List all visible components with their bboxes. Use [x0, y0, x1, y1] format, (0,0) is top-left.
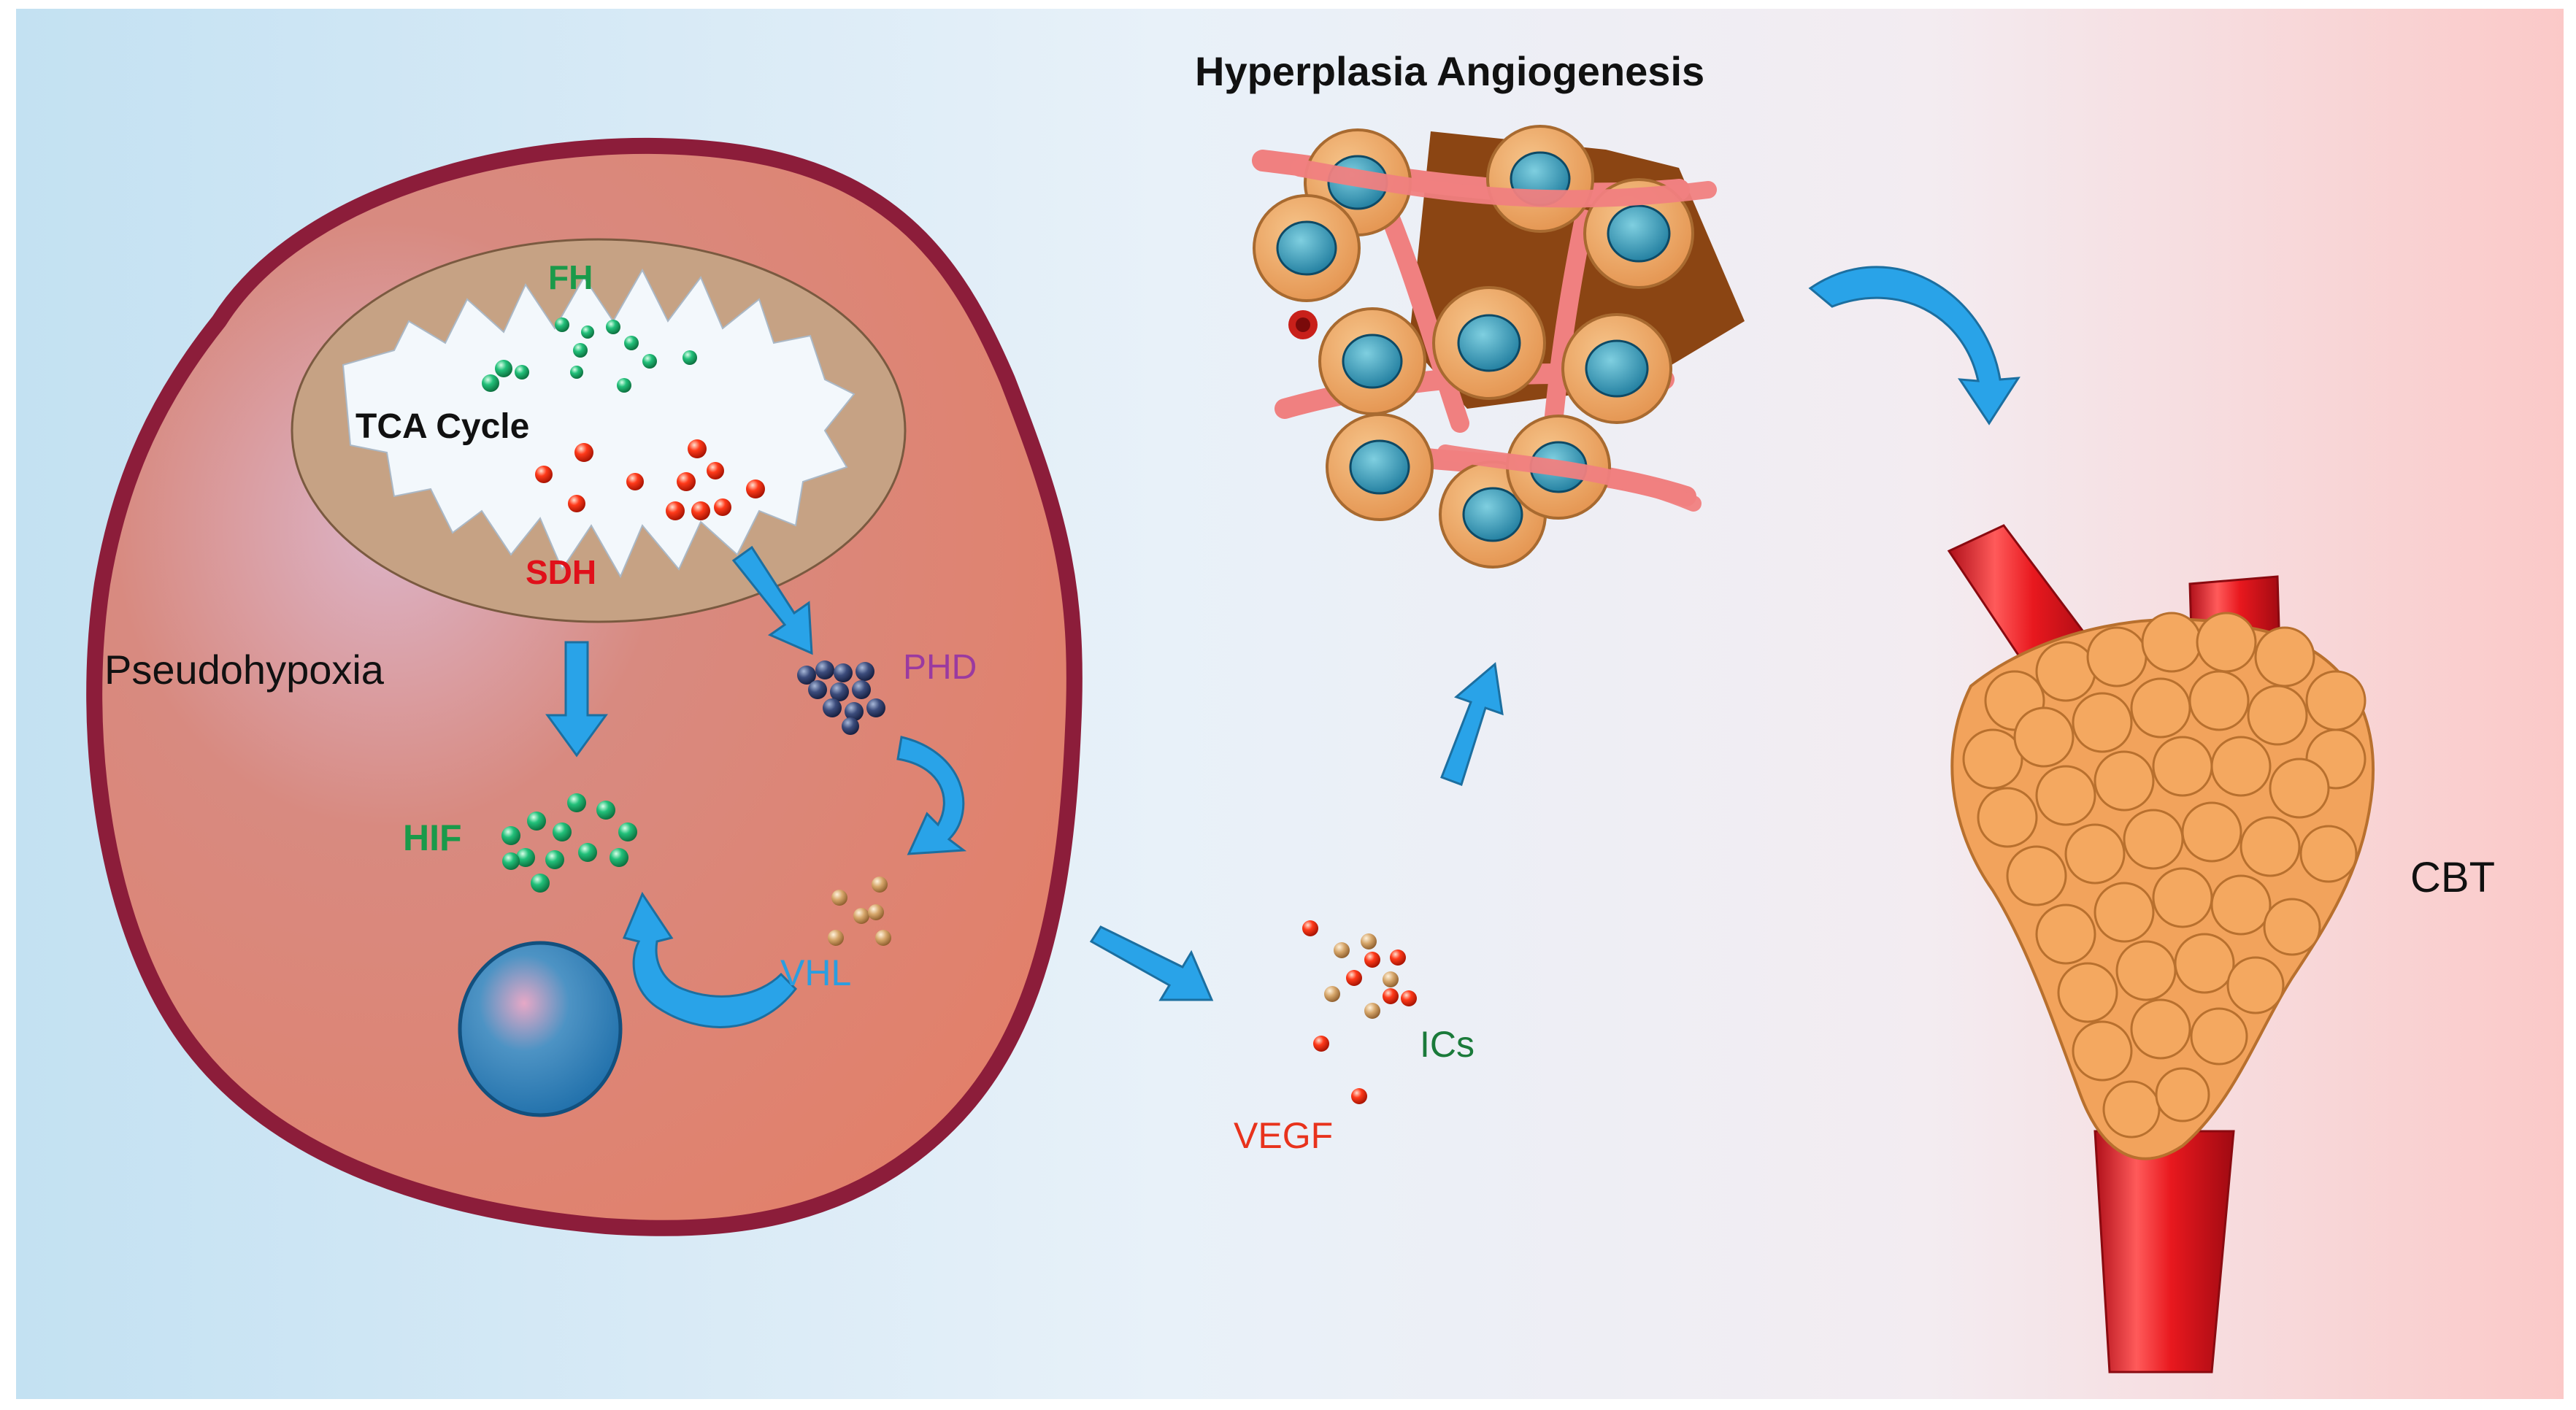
hyperplasia-cluster	[1252, 125, 1745, 569]
phd-molecules	[797, 660, 885, 735]
label-vegf: VEGF	[1234, 1115, 1333, 1156]
label-ics: ICs	[1420, 1024, 1475, 1065]
arrow-vhl-to-hif	[622, 891, 797, 1028]
label-sdh: SDH	[526, 553, 596, 591]
label-phd: PHD	[903, 648, 977, 687]
arrow-factors-to-hyperplasia	[1440, 662, 1504, 786]
vhl-molecules	[828, 877, 891, 946]
vegf-ics-molecules	[1302, 920, 1417, 1104]
arrow-sdh-to-hif	[545, 641, 608, 758]
fh-molecules	[482, 317, 697, 393]
arrow-mito-to-phd	[731, 545, 813, 655]
diagram-title: Hyperplasia Angiogenesis	[1195, 48, 1704, 94]
label-tca-cycle: TCA Cycle	[355, 407, 529, 446]
label-cbt: CBT	[2410, 854, 2495, 901]
arrow-phd-to-vhl	[896, 736, 967, 855]
nucleus	[458, 941, 623, 1117]
hif-molecules	[501, 793, 637, 893]
label-hif: HIF	[403, 817, 462, 858]
sdh-molecules	[535, 439, 765, 520]
label-pseudohypoxia: Pseudohypoxia	[104, 647, 385, 693]
arrow-hyperplasia-to-cbt	[1808, 266, 2021, 425]
arrow-cell-to-factors	[1089, 925, 1214, 1001]
label-fh: FH	[548, 258, 593, 296]
cbt-tumor	[1950, 612, 2375, 1160]
label-vhl: VHL	[780, 952, 851, 993]
